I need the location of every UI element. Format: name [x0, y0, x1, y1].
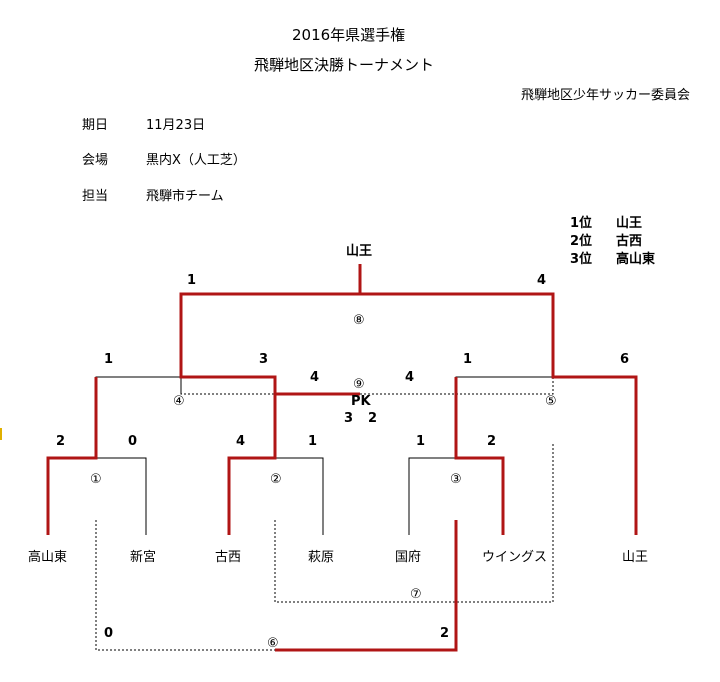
match-5-left-score: 1: [463, 352, 473, 367]
date-value: 11月23日: [146, 118, 206, 133]
match-9-left-score: 4: [310, 370, 320, 385]
match-1-number: ①: [90, 472, 102, 487]
standing-second-team: 古西: [616, 234, 643, 249]
staff-value: 飛騨市チーム: [146, 189, 224, 204]
match-1-left-score: 2: [56, 434, 66, 449]
match-4-number: ④: [173, 394, 185, 409]
page-title: 2016年県選手権: [292, 26, 406, 44]
match-9-pk-left: 3: [344, 411, 354, 426]
match-6-left-score: 0: [104, 626, 114, 641]
match-2-left-score: 4: [236, 434, 246, 449]
team-name-shingu: 新宮: [130, 550, 157, 565]
match-3-number: ③: [450, 472, 462, 487]
match-9-pk-right: 2: [368, 411, 378, 426]
organizer: 飛騨地区少年サッカー委員会: [521, 88, 691, 103]
edge-marker: [0, 428, 2, 440]
staff-label: 担当: [82, 189, 109, 204]
standing-first-team: 山王: [616, 216, 643, 231]
match-9-number: ⑨: [353, 377, 365, 392]
match-6-right-score: 2: [440, 626, 450, 641]
standing-first-place: 1位: [570, 216, 593, 231]
match-3-left-score: 1: [416, 434, 426, 449]
match-8-left-score: 1: [187, 273, 197, 288]
match-3-right-score: 2: [487, 434, 497, 449]
team-name-konishi: 古西: [215, 550, 242, 565]
match-5-right-score: 6: [620, 352, 630, 367]
match-9-pk-label: PK: [351, 394, 371, 409]
match-4-right-score: 3: [259, 352, 269, 367]
match-1-right-score: 0: [128, 434, 138, 449]
match-4-left-score: 1: [104, 352, 114, 367]
team-name-sanno: 山王: [622, 550, 649, 565]
venue-value: 黒内X（人工芝）: [146, 153, 246, 168]
match-6-number: ⑥: [267, 636, 279, 651]
venue-label: 会場: [82, 153, 109, 168]
match-2-number: ②: [270, 472, 282, 487]
match-9-right-score: 4: [405, 370, 415, 385]
standing-third-place: 3位: [570, 252, 593, 267]
champion-label: 山王: [346, 244, 373, 259]
match-7-number: ⑦: [410, 587, 422, 602]
page-subtitle: 飛騨地区決勝トーナメント: [254, 56, 435, 74]
winner-path: [46, 264, 638, 652]
standing-third-team: 高山東: [616, 252, 656, 267]
standing-second-place: 2位: [570, 234, 593, 249]
match-2-right-score: 1: [308, 434, 318, 449]
team-name-takayama-higashi: 高山東: [28, 550, 68, 565]
match-5-number: ⑤: [545, 394, 557, 409]
date-label: 期日: [82, 118, 109, 133]
team-name-wings: ウイングス: [482, 550, 548, 565]
team-name-hagiwara: 萩原: [308, 550, 335, 565]
match-8-number: ⑧: [353, 313, 365, 328]
dotted-lines: [95, 377, 554, 651]
match-8-right-score: 4: [537, 273, 547, 288]
team-name-kokufu: 国府: [395, 550, 422, 565]
